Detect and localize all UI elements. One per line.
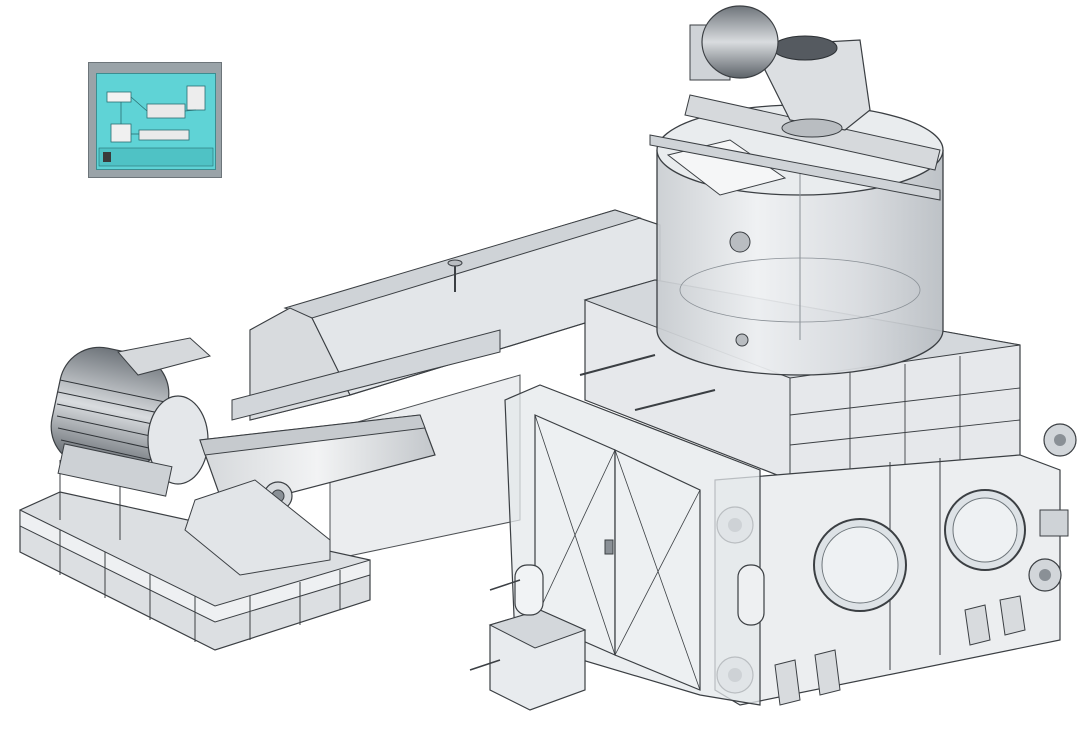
cross-pipes xyxy=(579,354,716,411)
drive-shaft-housing xyxy=(184,414,436,576)
door-brace xyxy=(614,489,701,656)
vent-cap xyxy=(447,259,463,267)
hydraulic-pipe xyxy=(469,659,501,671)
hmi-button xyxy=(103,152,111,162)
accumulator xyxy=(514,564,544,616)
mill-frame-ribs xyxy=(789,356,1021,474)
door-brace xyxy=(614,449,701,691)
motor-base xyxy=(57,443,173,497)
hmi-status-bar xyxy=(98,147,214,167)
skid-top-rail xyxy=(19,509,371,623)
hydraulic-pipe xyxy=(489,579,521,591)
motor-fins xyxy=(56,379,166,462)
tank-drive-motor xyxy=(701,5,779,79)
control-panel-icon xyxy=(88,62,222,178)
gearbox-output xyxy=(781,118,843,138)
tank-fitting xyxy=(735,333,749,347)
hmi-screen-schematic xyxy=(98,85,214,167)
motor-terminal-box xyxy=(117,337,212,376)
motor-skid xyxy=(19,460,371,651)
shaft-support xyxy=(184,479,331,576)
door-brace xyxy=(534,449,616,621)
mill-feet xyxy=(774,595,1026,706)
junction-box xyxy=(1039,509,1069,537)
roller-end-center xyxy=(1054,434,1066,446)
gearbox-input xyxy=(772,35,838,61)
inspection-window-left-glass xyxy=(821,526,899,604)
hydraulic-unit-icon xyxy=(469,564,765,711)
gearbox-icon xyxy=(689,5,871,138)
tank-fitting xyxy=(729,231,751,253)
door-handle xyxy=(604,539,614,555)
tank-beam xyxy=(649,134,941,201)
hmi-line xyxy=(130,96,148,112)
mixer-tank-icon xyxy=(649,94,944,376)
gearbox-body xyxy=(764,39,871,131)
inspection-window-right-glass xyxy=(952,497,1018,563)
accumulator xyxy=(737,564,765,626)
housing-flange xyxy=(231,329,501,421)
hmi-block xyxy=(138,129,190,141)
electric-motor-icon xyxy=(50,337,212,497)
hmi-line xyxy=(184,109,197,112)
hmi-screen xyxy=(96,73,216,170)
roller-end-center xyxy=(1039,569,1051,581)
shaft-guard-top xyxy=(199,414,426,456)
